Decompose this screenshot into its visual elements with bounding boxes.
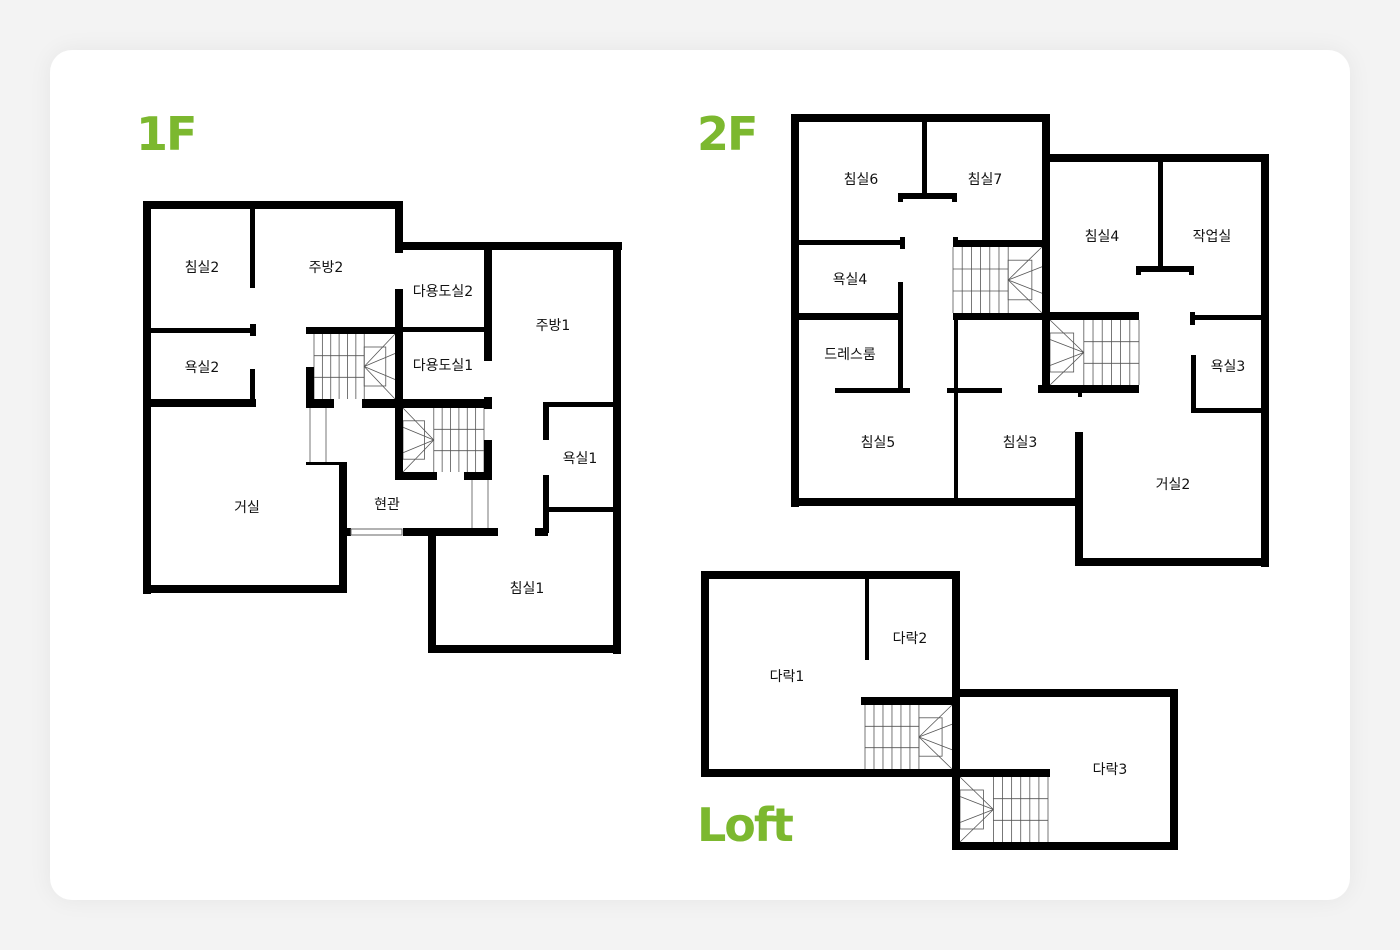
room-label-utility2: 다용도실2 bbox=[413, 284, 473, 300]
room-label-bedroom2: 침실2 bbox=[185, 260, 220, 276]
room-label-kitchen1: 주방1 bbox=[536, 318, 571, 334]
floor-loft-walls bbox=[701, 571, 1178, 850]
room-label-bedroom7: 침실7 bbox=[968, 172, 1003, 188]
room-label-bedroom4: 침실4 bbox=[1085, 229, 1120, 245]
room-label-bath2: 욕실2 bbox=[185, 360, 220, 376]
room-label-bedroom6: 침실6 bbox=[844, 172, 879, 188]
room-label-attic1: 다락1 bbox=[770, 669, 805, 685]
floor-2f-labels: 침실6 침실7 침실4 작업실 욕실4 드레스룸 욕실3 침실5 침실3 거실2 bbox=[824, 172, 1245, 493]
room-label-bath1: 욕실1 bbox=[563, 451, 598, 467]
floorplan-card bbox=[50, 50, 1350, 900]
room-label-attic3: 다락3 bbox=[1093, 762, 1128, 778]
stairs-group bbox=[313, 246, 1140, 843]
room-label-dressroom: 드레스룸 bbox=[824, 347, 876, 363]
floor-loft-labels: 다락1 다락2 다락3 bbox=[770, 631, 1128, 778]
room-label-bedroom1: 침실1 bbox=[510, 581, 545, 597]
floor-title-loft: Loft bbox=[697, 798, 793, 852]
floor-2f-walls bbox=[791, 114, 1269, 567]
room-label-kitchen2: 주방2 bbox=[309, 260, 344, 276]
room-label-bedroom3: 침실3 bbox=[1003, 435, 1038, 451]
room-label-entrance: 현관 bbox=[374, 497, 400, 513]
floor-title-2f: 2F bbox=[697, 107, 756, 161]
room-label-attic2: 다락2 bbox=[893, 631, 928, 647]
room-label-bedroom5: 침실5 bbox=[861, 435, 896, 451]
floor-title-1f: 1F bbox=[136, 107, 195, 161]
room-label-utility1: 다용도실1 bbox=[413, 358, 473, 374]
room-label-bath3: 욕실3 bbox=[1211, 359, 1246, 375]
room-label-workroom: 작업실 bbox=[1193, 229, 1232, 245]
room-label-living2: 거실2 bbox=[1156, 477, 1191, 493]
room-label-living: 거실 bbox=[234, 500, 260, 516]
room-label-bath4: 욕실4 bbox=[833, 272, 868, 288]
floor-1f-labels: 침실2 주방2 다용도실2 주방1 욕실2 다용도실1 욕실1 거실 현관 침실… bbox=[185, 260, 598, 597]
floor-1f-walls bbox=[143, 201, 622, 654]
